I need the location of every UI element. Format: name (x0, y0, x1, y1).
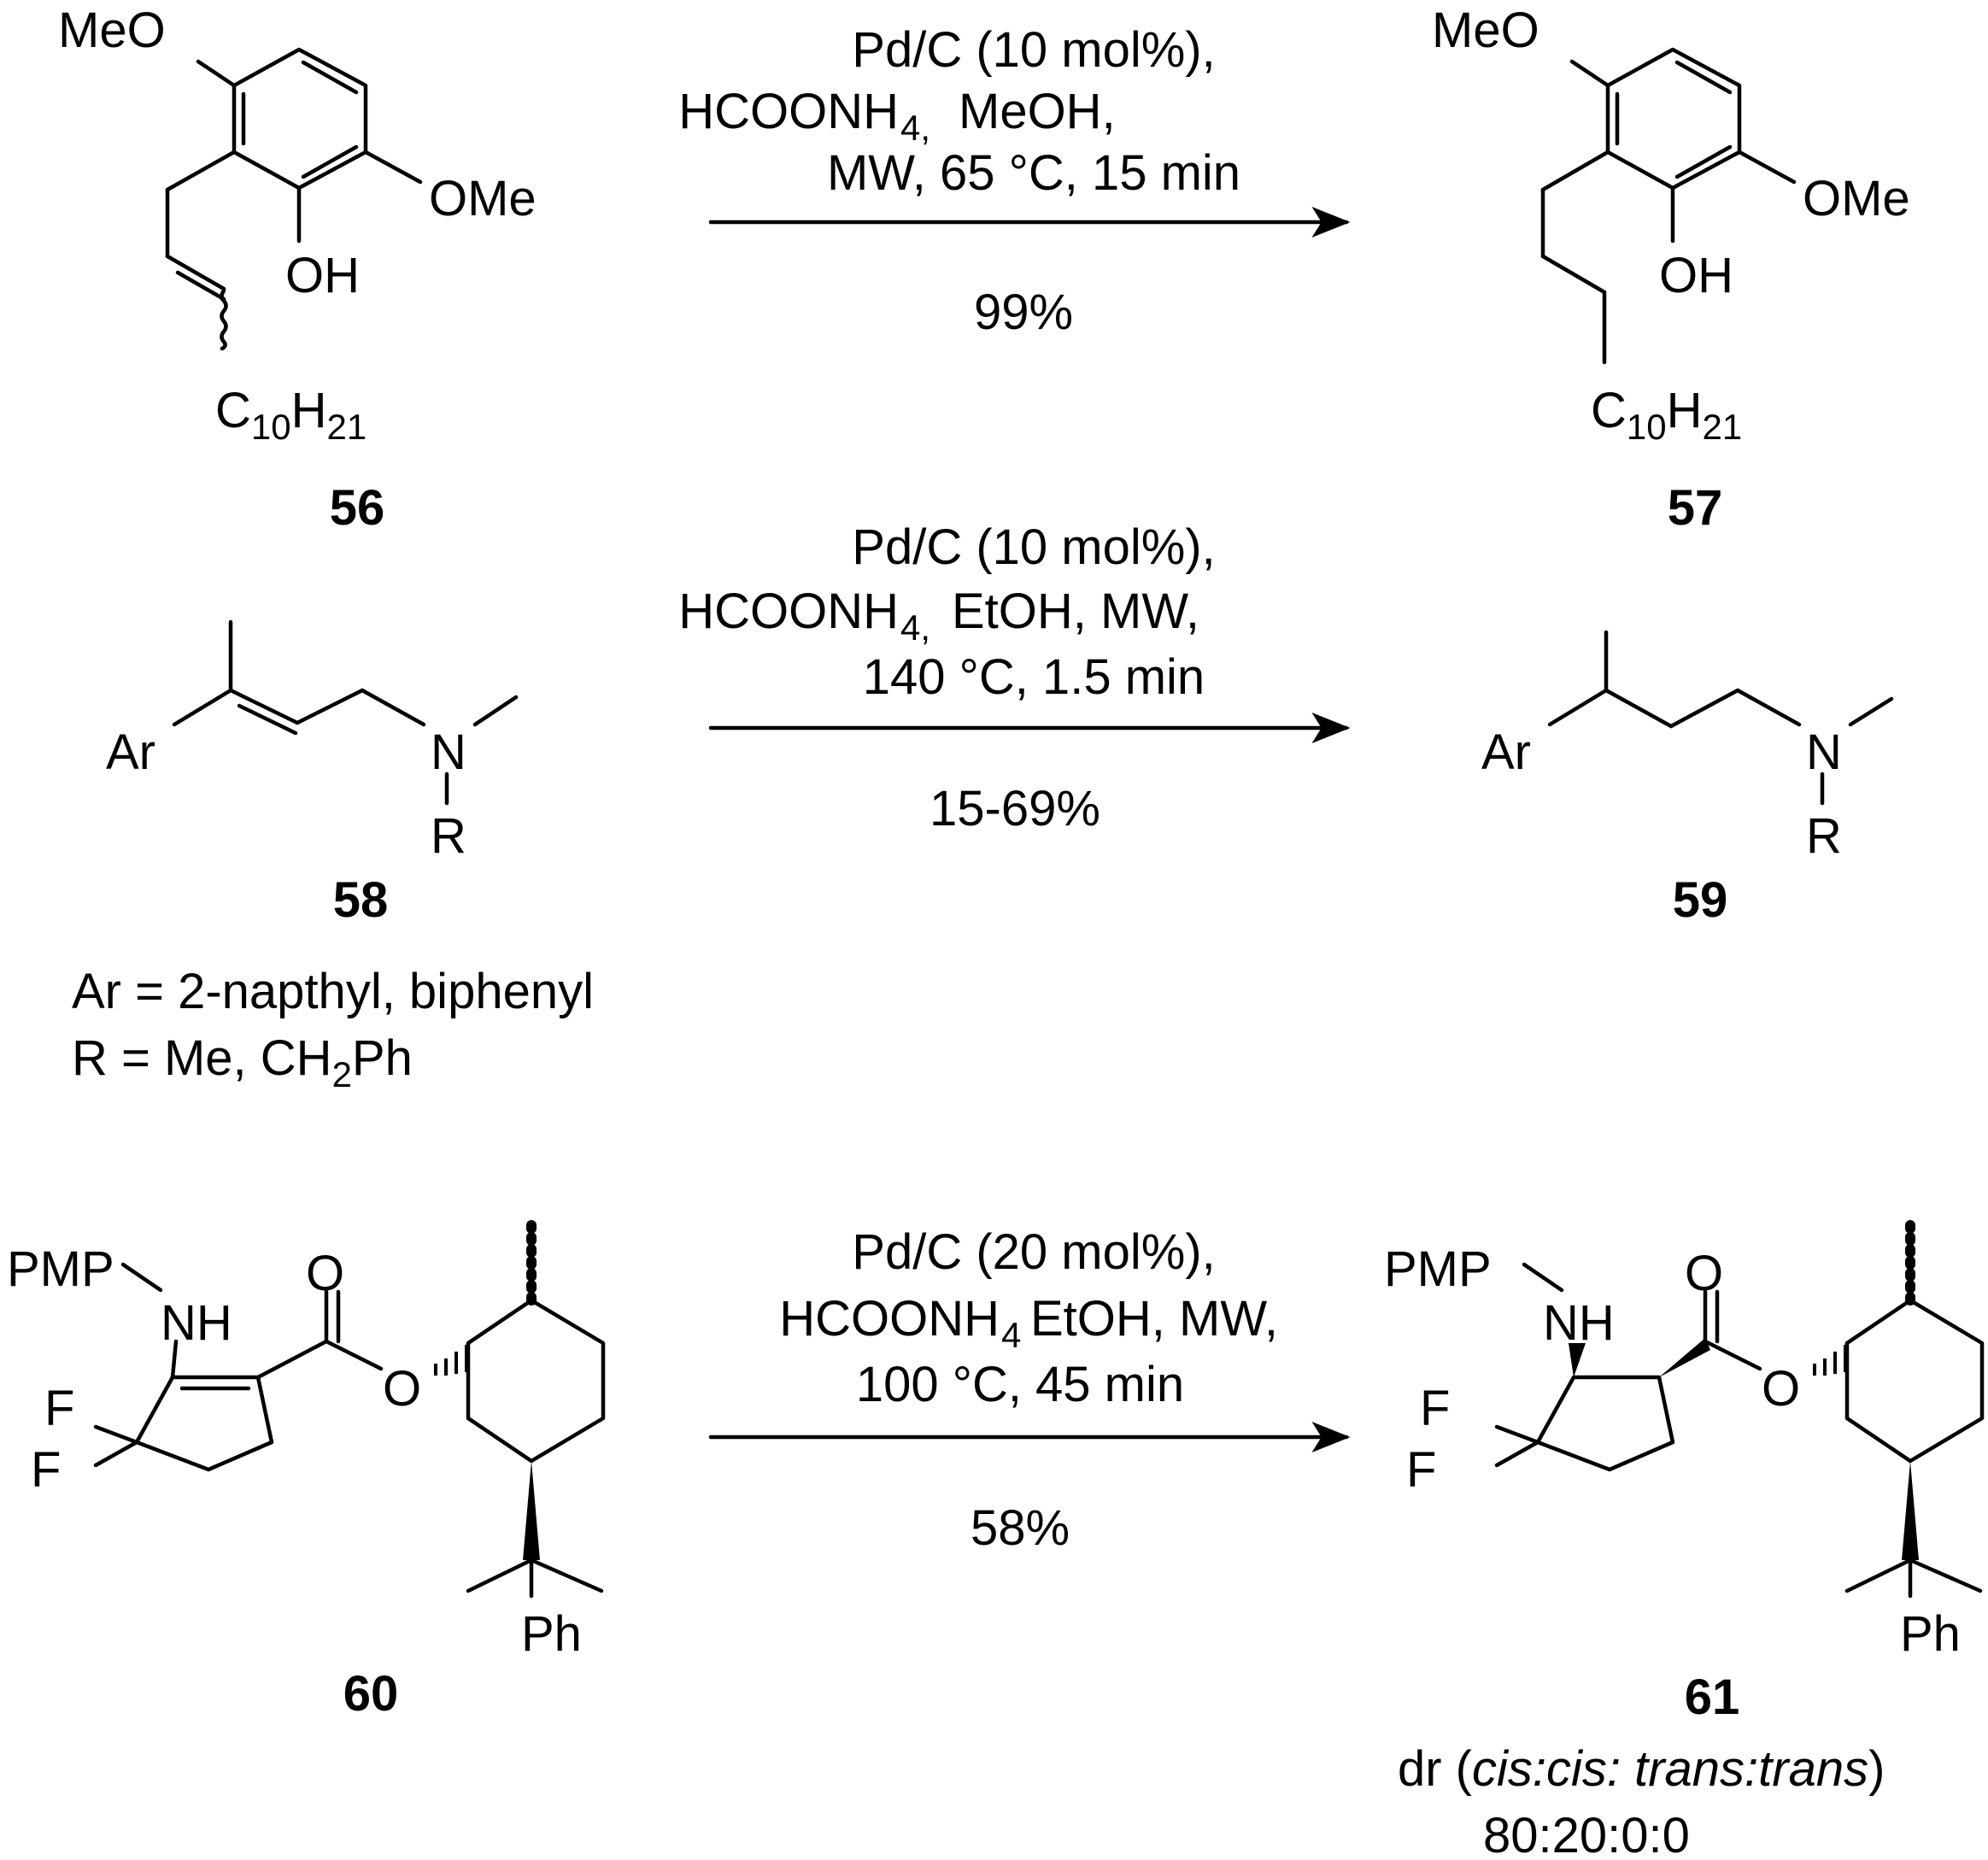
chain-h-sub: 21 (1703, 407, 1743, 447)
cond-2-line-3: 140 °C, 1.5 min (863, 649, 1205, 705)
compound-57: MeO OMe OH C10H21 57 (1432, 3, 1910, 536)
cond-1-sub: 4, (900, 108, 930, 148)
compound-label-56: 56 (330, 480, 385, 536)
n-label: N (431, 725, 466, 780)
cond-2-sub: 4, (900, 607, 930, 648)
ome-label: OMe (1803, 171, 1910, 226)
compound-59-bonds (1547, 630, 1894, 806)
ar-definition: Ar = 2-napthyl, biphenyl (72, 964, 594, 1019)
hash-bond-ester (434, 1345, 468, 1376)
dr-text: dr (cis:cis: trans:trans) (1398, 1741, 1885, 1797)
o-ester-label: O (1762, 1361, 1800, 1417)
compound-58-bonds (172, 619, 519, 806)
f1-label: F (1420, 1381, 1450, 1436)
yield-2: 15-69% (929, 781, 1100, 836)
chain-h: H (291, 383, 327, 438)
meo-label: MeO (58, 3, 166, 58)
reaction-2: Ar N R 58 Pd/C (10 mol%), HCOONH 4, EtOH… (72, 519, 1894, 1094)
cond-1-reagent: HCOONH (678, 84, 899, 139)
ar-label: Ar (1481, 725, 1531, 780)
pmp-label: PMP (7, 1241, 114, 1297)
compound-56: MeO OMe OH C10H21 56 (58, 3, 537, 536)
chain-c: C (1591, 383, 1627, 438)
nh-label: NH (161, 1295, 232, 1351)
r-label: R (431, 808, 466, 864)
compound-label-59: 59 (1673, 872, 1728, 928)
compound-label-60: 60 (343, 1666, 399, 1722)
compound-58: Ar N R 58 (106, 619, 519, 928)
chain-h-sub: 21 (327, 407, 367, 447)
r-def-pre: R = Me, CH (72, 1030, 332, 1086)
dr-ratio: 80:20:0:0 (1483, 1808, 1690, 1860)
cond-3-sub: 4 (1001, 1315, 1021, 1355)
ph-label: Ph (1900, 1606, 1961, 1662)
oh-label: OH (285, 248, 360, 303)
f2-label: F (1406, 1442, 1436, 1498)
ome-label: OMe (429, 171, 537, 226)
compound-57-bonds (1540, 47, 1797, 365)
hash-bond-ester (1813, 1345, 1847, 1376)
cond-1-line-3: MW, 65 °C, 15 min (827, 145, 1240, 201)
r-def-sub: 2 (332, 1054, 352, 1094)
compound-60: PMP NH F F O O Ph 60 (7, 1215, 606, 1722)
r-label: R (1806, 808, 1842, 864)
chain-h: H (1667, 383, 1703, 438)
compound-61: PMP NH F F O O Ph 61 (1384, 1215, 1985, 1725)
pmp-label: PMP (1384, 1241, 1492, 1297)
yield-1: 99% (974, 285, 1073, 340)
nh-label: NH (1543, 1295, 1615, 1351)
chain-c: C (215, 383, 251, 438)
chain-c-sub: 10 (1627, 407, 1667, 447)
compound-56-bonds (165, 47, 423, 351)
meo-label: MeO (1432, 3, 1539, 58)
chain-label: C10H21 (215, 383, 367, 447)
compound-label-58: 58 (333, 872, 389, 928)
o-ester-label: O (383, 1361, 421, 1417)
r-def-post: Ph (352, 1030, 413, 1086)
compound-60-bonds (93, 1215, 606, 1599)
compound-61-bonds (1494, 1215, 1985, 1599)
cond-1-line-1: Pd/C (10 mol%), (852, 22, 1215, 78)
wedge-bond-nh (1569, 1343, 1586, 1377)
f2-label: F (31, 1442, 61, 1498)
cond-2-line-1: Pd/C (10 mol%), (852, 519, 1215, 575)
o-carbonyl-label: O (306, 1246, 344, 1301)
conditions-3: Pd/C (20 mol%), HCOONH 4 EtOH, MW, 100 °… (708, 1224, 1351, 1556)
wedge-bond-ester (1659, 1338, 1710, 1377)
cond-2-solvent: EtOH, MW, (952, 584, 1199, 639)
yield-3: 58% (971, 1500, 1070, 1556)
dr-suffix: ) (1868, 1741, 1885, 1797)
oh-label: OH (1659, 248, 1733, 303)
dr-italic: cis:cis: trans:trans (1472, 1741, 1868, 1797)
cond-3-line-3: 100 °C, 45 min (856, 1357, 1184, 1412)
f1-label: F (44, 1381, 74, 1436)
chain-label: C10H21 (1591, 383, 1742, 447)
compound-label-57: 57 (1668, 480, 1723, 536)
cond-1-solvent: MeOH, (959, 84, 1116, 139)
ar-label: Ar (106, 725, 155, 780)
conditions-2: Pd/C (10 mol%), HCOONH 4, EtOH, MW, 140 … (678, 519, 1351, 836)
compound-59: Ar N R 59 (1481, 630, 1894, 928)
chain-c-sub: 10 (251, 407, 291, 447)
cond-3-line-1: Pd/C (20 mol%), (852, 1224, 1215, 1280)
reaction-3: PMP NH F F O O Ph 60 Pd/C (20 mol%), HCO… (7, 1215, 1985, 1860)
wedge-bond (1902, 1461, 1919, 1560)
ph-label: Ph (521, 1606, 582, 1662)
r-definition: R = Me, CH2Ph (72, 1030, 413, 1094)
cond-3-reagent: HCOONH (779, 1291, 1000, 1347)
cond-2-reagent: HCOONH (678, 584, 899, 639)
reaction-1: MeO OMe OH C10H21 56 Pd/C (10 mol%), HCO… (58, 3, 1910, 536)
o-carbonyl-label: O (1685, 1246, 1723, 1301)
n-label: N (1806, 725, 1842, 780)
wedge-bond (523, 1461, 540, 1560)
dr-prefix: dr ( (1398, 1741, 1472, 1797)
compound-label-61: 61 (1685, 1669, 1740, 1725)
conditions-1: Pd/C (10 mol%), HCOONH 4, MeOH, MW, 65 °… (678, 22, 1351, 340)
cond-3-solvent: EtOH, MW, (1030, 1291, 1278, 1347)
